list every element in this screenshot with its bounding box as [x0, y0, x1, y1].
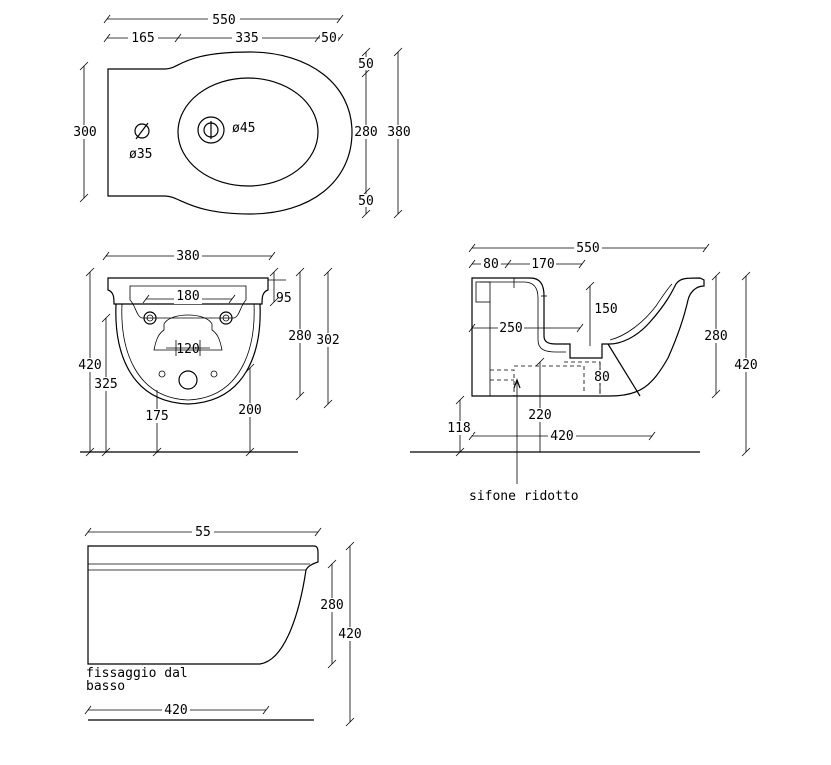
side-floor-118: 118 — [447, 421, 470, 436]
side-base-420: 420 — [550, 429, 573, 444]
front-rim-95: 95 — [276, 291, 292, 306]
front-height-325: 325 — [94, 377, 117, 392]
top-right-50a: 50 — [358, 57, 374, 72]
bottom-base-420: 420 — [164, 703, 187, 718]
top-seg-335: 335 — [235, 31, 258, 46]
bottom-height-280: 280 — [320, 598, 343, 613]
top-seg-165: 165 — [131, 31, 154, 46]
top-view: 550 165 335 50 ø35 ø45 300 — [73, 11, 412, 219]
side-view: 550 80 170 150 — [410, 241, 759, 504]
top-right-380: 380 — [387, 125, 410, 140]
bottom-view: 55 280 420 fissaggio dal basso 420 — [84, 525, 363, 727]
front-offset-200: 200 — [238, 403, 261, 418]
front-inner-180: 180 — [176, 289, 199, 304]
front-height-280: 280 — [288, 329, 311, 344]
front-height-420: 420 — [78, 358, 101, 373]
side-height-280: 280 — [704, 329, 727, 344]
top-right-50b: 50 — [358, 194, 374, 209]
front-view: 380 180 120 95 — [77, 249, 341, 457]
side-seg-80: 80 — [483, 257, 499, 272]
side-small-80: 80 — [594, 370, 610, 385]
top-seg-50: 50 — [321, 31, 337, 46]
top-height-300: 300 — [73, 125, 96, 140]
front-offset-175: 175 — [145, 409, 168, 424]
siphon-label: sifone ridotto — [469, 489, 579, 504]
fixing-note-line1: fissaggio dal — [86, 666, 188, 681]
side-seg-170: 170 — [531, 257, 554, 272]
side-mid-220: 220 — [528, 408, 551, 423]
side-depth-250: 250 — [499, 321, 522, 336]
bottom-height-420: 420 — [338, 627, 361, 642]
fixing-note-line2: basso — [86, 679, 125, 694]
top-width-label: 550 — [212, 13, 235, 28]
side-height-420: 420 — [734, 358, 757, 373]
hole-45-label: ø45 — [232, 121, 255, 136]
front-width-380: 380 — [176, 249, 199, 264]
front-inner-120: 120 — [176, 342, 199, 357]
side-width-550: 550 — [576, 241, 599, 256]
front-height-302: 302 — [316, 333, 339, 348]
hole-35-label: ø35 — [129, 147, 152, 162]
bottom-width-55: 55 — [195, 525, 211, 540]
side-depth-150: 150 — [594, 302, 617, 317]
top-right-280: 280 — [354, 125, 377, 140]
